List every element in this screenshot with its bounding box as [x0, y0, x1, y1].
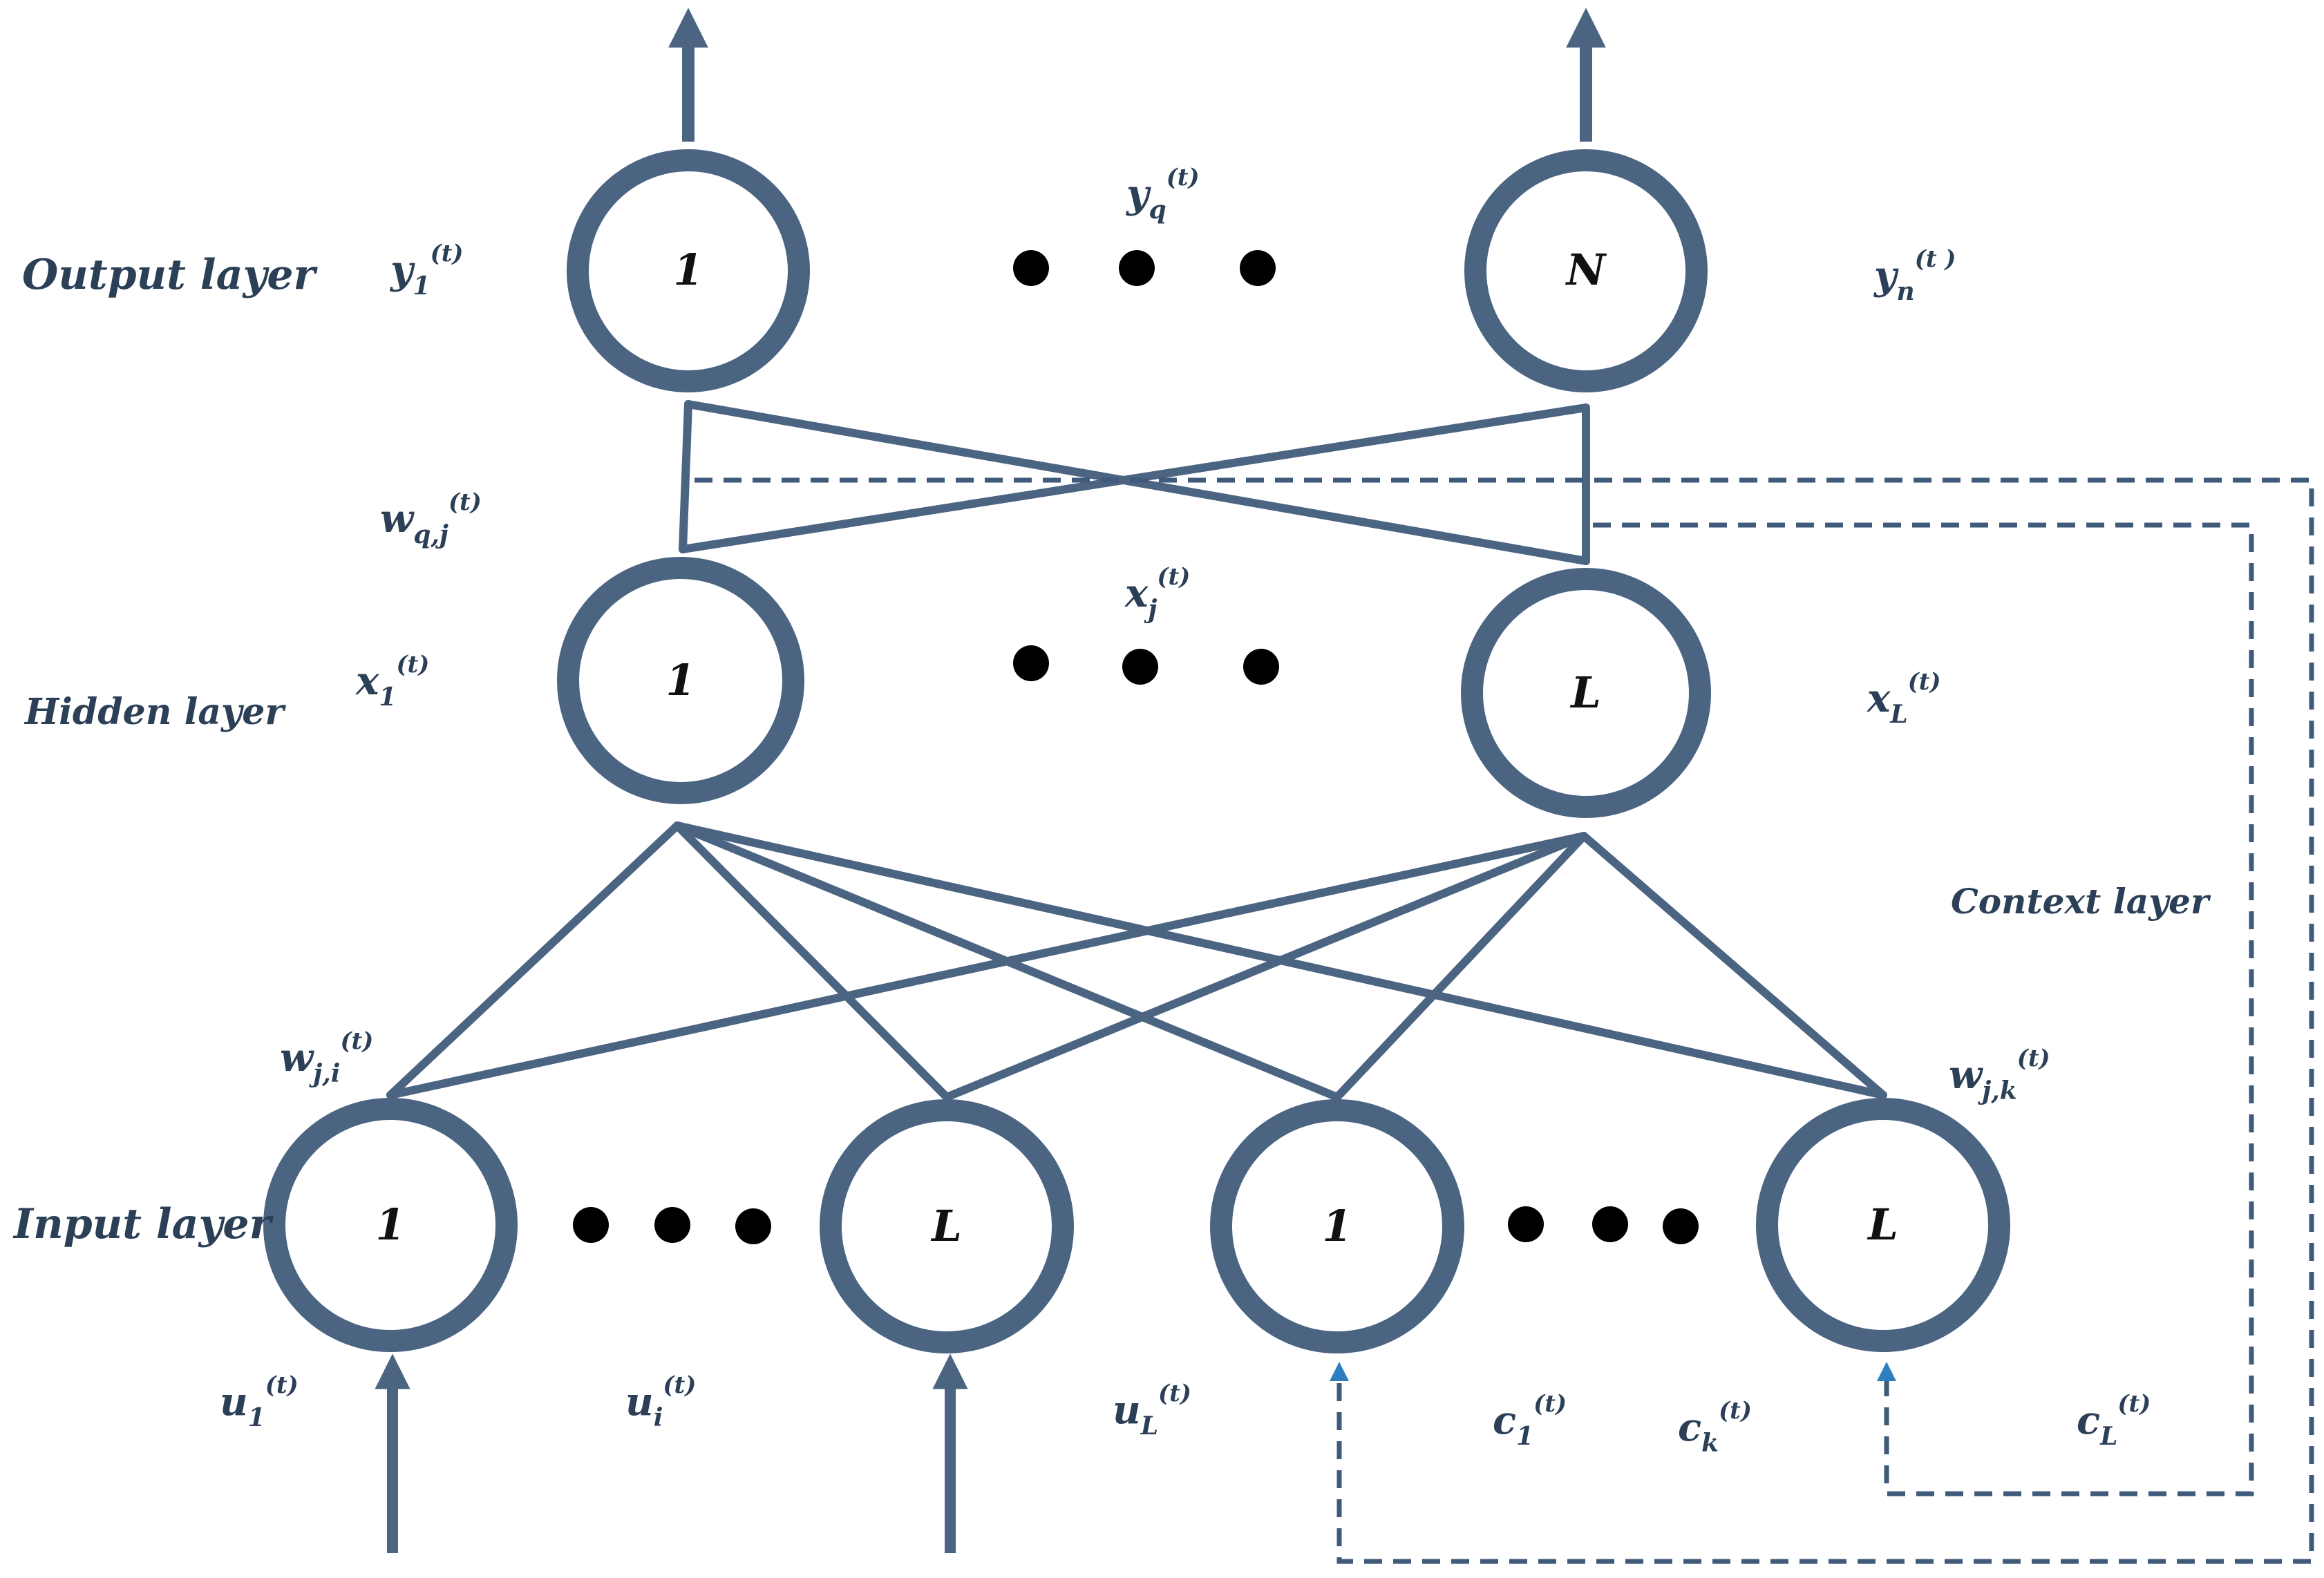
- context-node-l-label: L: [1867, 1199, 1898, 1250]
- context-node-1: [1210, 1099, 1464, 1353]
- layer-labels: Output layer Hidden layer Context layer …: [12, 251, 2211, 1248]
- node-labels: 1 N 1 L 1 L 1 L: [375, 245, 1898, 1251]
- hidden-node-l: [1461, 568, 1711, 818]
- output-node-n-label: N: [1565, 245, 1607, 295]
- hidden-node-l-label: L: [1569, 667, 1601, 718]
- output-node-n: [1464, 149, 1708, 392]
- output-layer-label: Output layer: [22, 251, 318, 299]
- context-node-l: [1756, 1098, 2010, 1352]
- label-x1: x1(t): [355, 651, 429, 712]
- context-layer-label: Context layer: [1951, 881, 2211, 922]
- label-cL: cL(t): [2077, 1390, 2151, 1451]
- input-node-l-label: L: [930, 1201, 962, 1251]
- hidden-node-1: [557, 557, 804, 804]
- label-wji: wj,i(t): [280, 1027, 373, 1088]
- connection-i1-h1: [386, 821, 681, 1099]
- hidden-node-1-label: 1: [665, 655, 695, 705]
- input-node-1: [263, 1098, 518, 1352]
- connection-h1-o1: [679, 400, 692, 553]
- label-u1: u1(t): [220, 1371, 299, 1432]
- label-wjk: wj,k(t): [1949, 1045, 2050, 1105]
- connection-c1-h1: [673, 821, 1341, 1101]
- output-arrows: [668, 8, 1606, 142]
- context-ellipsis: [1508, 1206, 1699, 1244]
- input-arrows: [375, 1353, 968, 1553]
- label-y1: y1(t): [389, 240, 464, 301]
- feedback-loop-outer: [695, 477, 2314, 1564]
- label-yq: yq(t): [1125, 164, 1200, 225]
- context-feedback: [695, 477, 2314, 1564]
- connection-cl-h1: [673, 821, 1887, 1099]
- input-ellipsis: [573, 1207, 771, 1244]
- input-hidden-connections: [386, 821, 1887, 1101]
- label-ui: ui(t): [625, 1371, 696, 1432]
- connection-cl-hl: [1580, 832, 1887, 1099]
- connection-il-hl: [943, 832, 1588, 1101]
- label-uL: uL(t): [1113, 1380, 1191, 1441]
- label-xj: xj(t): [1124, 563, 1190, 624]
- label-c1: c1(t): [1493, 1390, 1567, 1451]
- label-wqj: wq,j(t): [380, 488, 482, 549]
- label-ck: ck(t): [1678, 1397, 1752, 1458]
- output-node-1: [567, 149, 810, 392]
- connection-il-h1: [673, 821, 951, 1101]
- connection-c1-hl: [1333, 832, 1588, 1101]
- label-xL: xL(t): [1867, 668, 1941, 729]
- connection-i1-hl: [386, 832, 1588, 1099]
- ellipsis-dots: [573, 250, 1699, 1244]
- feedback-loop-inner: [1593, 522, 2254, 1496]
- input-node-l: [820, 1099, 1074, 1353]
- input-node-1-label: 1: [375, 1199, 405, 1250]
- label-yn: yn(t ): [1873, 245, 1956, 306]
- nodes: [263, 149, 2010, 1353]
- input-layer-label: Input layer: [12, 1200, 274, 1248]
- context-node-1-label: 1: [1322, 1201, 1352, 1251]
- hidden-ellipsis: [1013, 645, 1279, 685]
- output-node-1-label: 1: [673, 245, 703, 295]
- variable-labels: y1(t) yq(t) yn(t ) wq,j(t) x1(t) xj(t) x…: [220, 164, 2151, 1458]
- hidden-layer-label: Hidden layer: [23, 691, 286, 733]
- output-ellipsis: [1013, 250, 1276, 286]
